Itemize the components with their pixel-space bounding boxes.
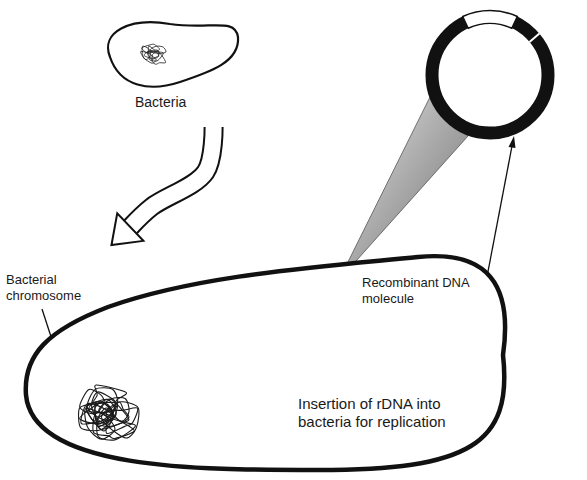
leader-arrowhead <box>509 136 516 148</box>
leader-line <box>486 146 512 282</box>
hollow-arrow <box>111 127 213 245</box>
inserted-segment <box>463 10 518 28</box>
step-caption: Insertion of rDNA into bacteria for repl… <box>298 395 476 431</box>
chromosome-tangle <box>79 385 139 440</box>
chromosome-tangle <box>141 44 167 64</box>
bacterium-cell: Bacteria <box>100 12 242 127</box>
segment-tick <box>530 34 540 42</box>
part-label: Bacterial chromosome <box>6 272 90 303</box>
part-label: Recombinant DNA molecule <box>362 275 474 306</box>
plasmid-ring <box>432 17 548 133</box>
cell-wall <box>108 22 238 86</box>
cell-caption: Bacteria <box>135 94 225 111</box>
cell-wall <box>26 256 505 470</box>
